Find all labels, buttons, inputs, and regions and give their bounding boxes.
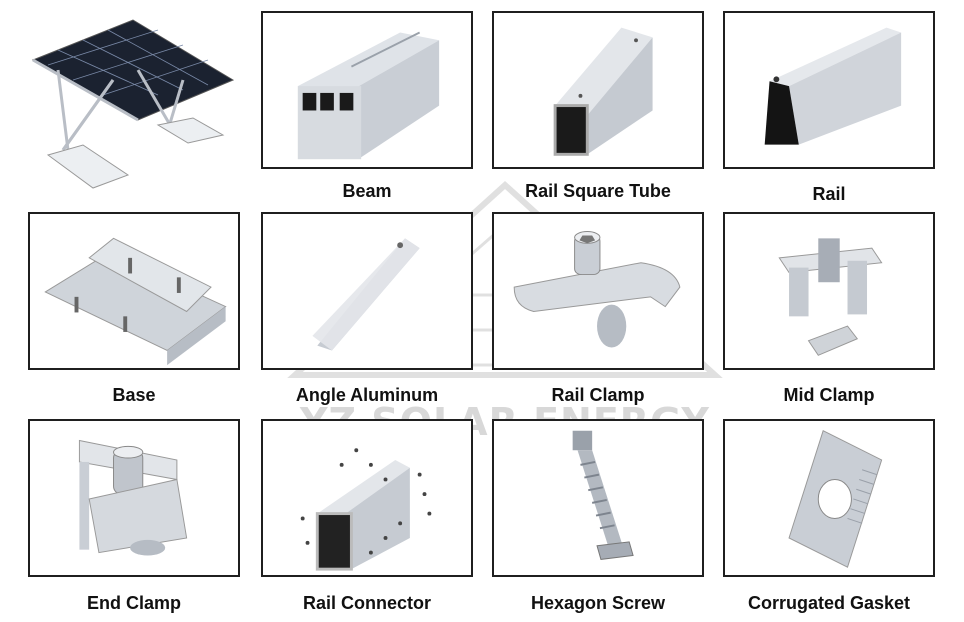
base-label: Base [112,385,156,405]
base-image [44,237,227,366]
beam-image [297,31,440,160]
corrugated-gasket-card[interactable] [723,419,935,577]
corrugated-gasket-image [788,430,883,568]
rail-clamp-card[interactable] [492,212,704,370]
rail-label: Rail [812,184,846,204]
mid-clamp-card[interactable] [723,212,935,370]
rail-card[interactable] [723,11,935,169]
solar-carport-image [31,19,235,189]
mid-clamp-image [778,238,883,356]
rail-square-tube-label: Rail Square Tube [525,181,671,201]
angle-aluminum-card[interactable] [261,212,473,370]
beam-label: Beam [342,181,392,201]
angle-aluminum-label: Angle Aluminum [295,385,439,405]
corrugated-gasket-label: Corrugated Gasket [747,593,911,613]
base-card[interactable] [28,212,240,370]
rail-clamp-image [513,231,681,348]
end-clamp-card[interactable] [28,419,240,577]
rail-connector-label: Rail Connector [302,593,431,613]
beam-card[interactable] [261,11,473,169]
rail-clamp-label: Rail Clamp [551,385,645,405]
rail-connector-image [300,448,432,571]
angle-aluminum-image [312,238,420,351]
hexagon-screw-label: Hexagon Screw [530,593,666,613]
hexagon-screw-image [572,430,634,560]
hexagon-screw-card[interactable] [492,419,704,577]
mid-clamp-label: Mid Clamp [783,385,875,405]
end-clamp-image [78,439,188,556]
rail-square-tube-image [553,27,653,156]
end-clamp-label: End Clamp [86,593,181,613]
rail-image [764,27,902,145]
rail-square-tube-card[interactable] [492,11,704,169]
rail-connector-card[interactable] [261,419,473,577]
